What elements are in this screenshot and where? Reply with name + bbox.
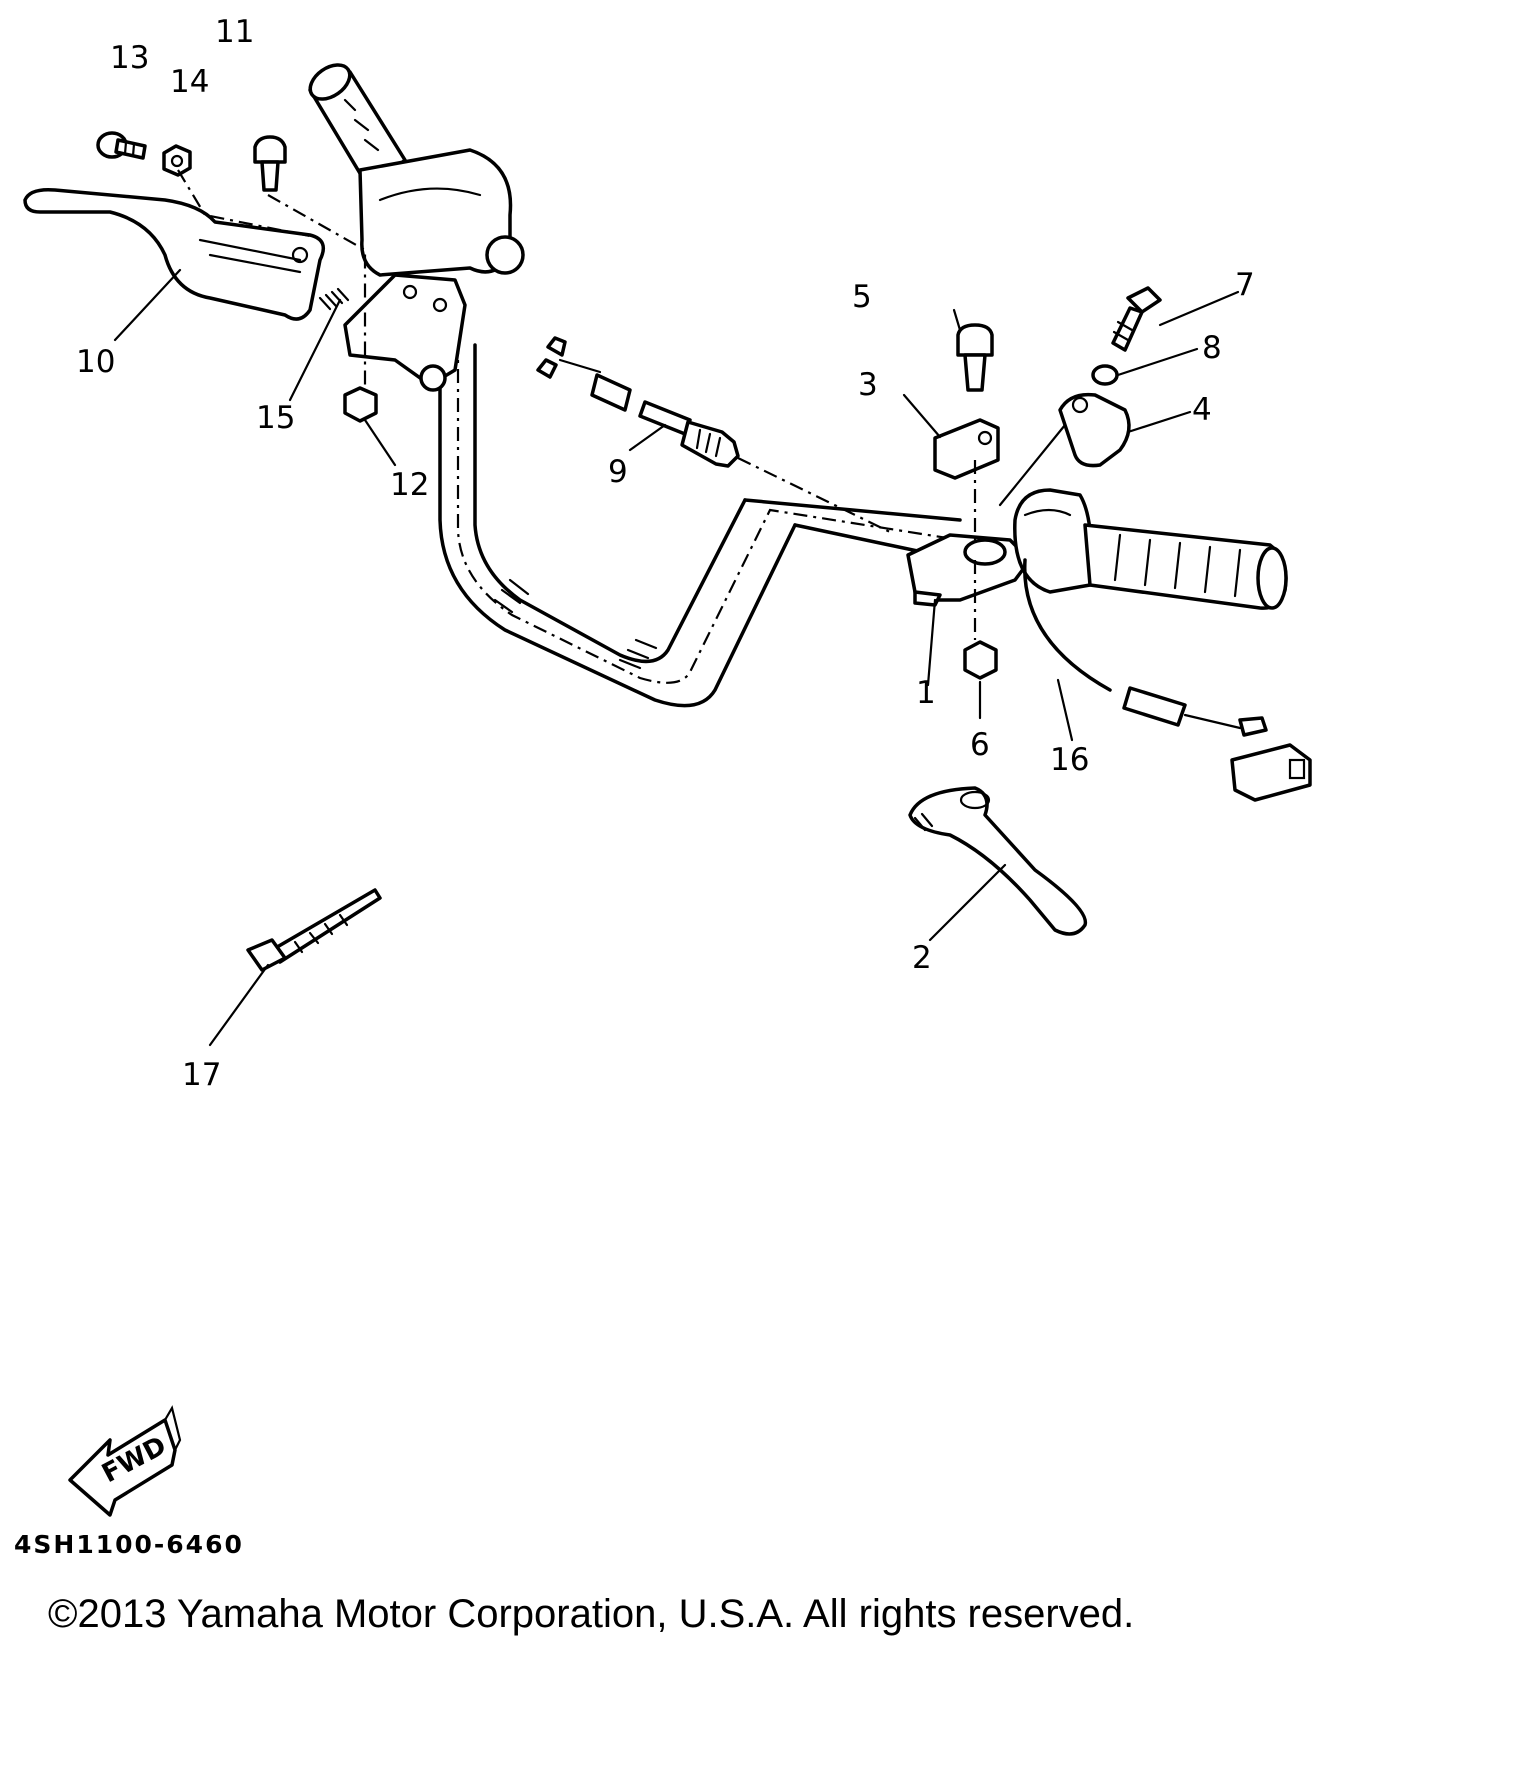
callout-5: 5 — [852, 279, 872, 315]
callout-3: 3 — [858, 367, 878, 403]
callout-6: 6 — [970, 727, 990, 763]
screw-7 — [1111, 286, 1162, 352]
cable-16 — [1023, 558, 1312, 802]
fwd-arrow-icon: FWD — [68, 1405, 182, 1517]
callout-7: 7 — [1235, 267, 1255, 303]
left-lever-bracket — [343, 273, 467, 392]
assembly-lines-right — [973, 423, 1067, 640]
assembly-lines-left — [177, 169, 367, 390]
bolt-5 — [956, 323, 994, 392]
callout-2: 2 — [912, 940, 932, 976]
cable-tie-17 — [246, 888, 382, 972]
callout-1: 1 — [916, 675, 936, 711]
nut-12 — [343, 386, 378, 423]
right-grip — [1013, 488, 1288, 610]
callout-11: 11 — [215, 14, 254, 50]
right-lever-2 — [908, 786, 1088, 936]
callout-9: 9 — [608, 454, 628, 490]
bolt-13 — [96, 131, 147, 160]
washer-8 — [1091, 364, 1119, 386]
callout-10: 10 — [76, 344, 115, 380]
callout-labels: 1 2 3 4 5 6 7 8 9 10 11 12 13 14 15 16 1… — [76, 14, 1255, 1093]
nut-14 — [162, 144, 192, 177]
handlebar — [438, 338, 962, 708]
spring-15 — [318, 287, 350, 311]
right-lever-holder-1 — [906, 533, 1032, 607]
left-switch-housing — [358, 148, 525, 277]
callout-17: 17 — [182, 1057, 221, 1093]
callout-13: 13 — [110, 40, 149, 76]
leader-lines — [113, 268, 1240, 1047]
bracket-4 — [1058, 392, 1131, 468]
part-code: 4SH1100-6460 — [14, 1530, 244, 1559]
callout-12: 12 — [390, 467, 429, 503]
left-lever-10 — [23, 187, 326, 321]
copyright-notice: ©2013 Yamaha Motor Corporation, U.S.A. A… — [48, 1592, 1135, 1636]
callout-8: 8 — [1202, 330, 1222, 366]
switch-3 — [933, 418, 1000, 480]
nut-6 — [963, 640, 998, 680]
cable-9 — [536, 336, 891, 533]
callout-14: 14 — [170, 64, 209, 100]
bolt-11 — [253, 135, 287, 192]
callout-15: 15 — [256, 400, 295, 436]
callout-16: 16 — [1050, 742, 1089, 778]
left-grip — [308, 63, 407, 192]
callout-4: 4 — [1192, 392, 1212, 428]
